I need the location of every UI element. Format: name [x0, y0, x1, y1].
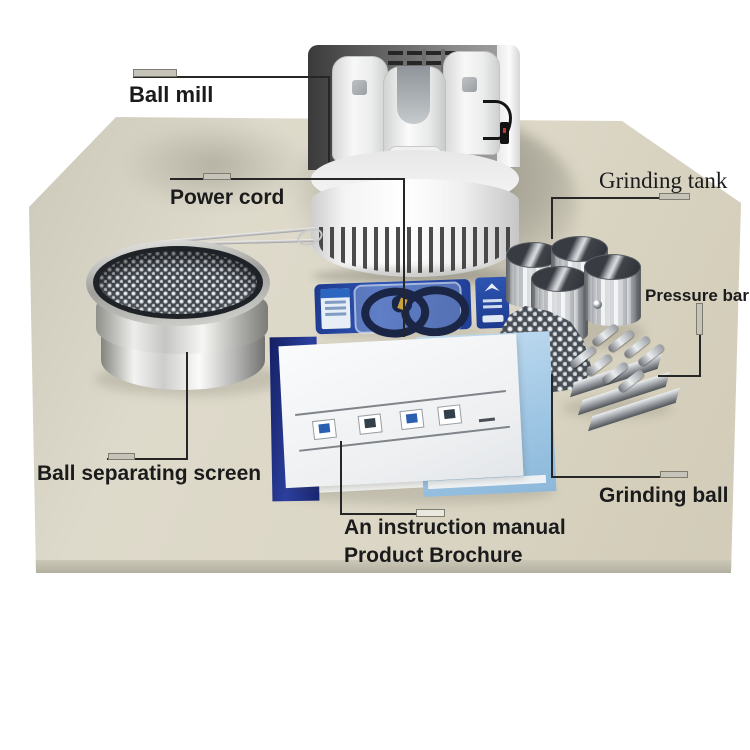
instruction-manual-item: [278, 333, 524, 489]
holder-clamp-opening: [397, 66, 430, 124]
callout-line-grinding-ball: [551, 374, 553, 478]
label-power-cord: Power cord: [170, 186, 285, 209]
table-front-edge: [34, 560, 734, 573]
machine-cable: [483, 100, 512, 140]
label-pressure-bar: Pressure bar: [645, 286, 749, 305]
callout-line-pressure-bar: [658, 375, 701, 377]
callout-tab: [659, 193, 690, 200]
manual-thumb: [311, 418, 337, 441]
stray-ball: [593, 300, 602, 309]
label-instruction-manual: An instruction manual: [344, 516, 566, 539]
manual-text-mark: [478, 417, 496, 423]
callout-line-pressure-bar: [699, 303, 701, 377]
cable-connector: [500, 122, 509, 144]
callout-tab: [696, 303, 703, 335]
blister-end-card: [475, 276, 510, 329]
label-grinding-ball: Grinding ball: [599, 484, 729, 507]
manual-thumb: [437, 404, 463, 426]
callout-line-screen: [186, 352, 188, 460]
manual-thumb: [357, 413, 383, 435]
callout-line-screen: [107, 458, 188, 460]
callout-line-power-cord: [170, 178, 405, 180]
holder-hole: [352, 80, 367, 95]
label-ball-separating-screen: Ball separating screen: [37, 462, 262, 485]
cable-indicator: [503, 128, 506, 133]
sieve-steel-balls: [99, 251, 257, 314]
callout-line-power-cord: [403, 178, 405, 337]
power-cord-pack: [314, 274, 511, 339]
callout-tab: [660, 471, 688, 478]
callout-line-grinding-ball: [551, 476, 688, 478]
tank-holder-left: [332, 56, 388, 162]
label-product-brochure: Product Brochure: [344, 544, 523, 567]
callout-tab: [203, 173, 231, 180]
pressure-bar-group: [560, 322, 680, 432]
callout-line-ball-mill: [133, 76, 330, 78]
grinding-tank: [584, 254, 641, 326]
manual-thumb: [399, 408, 425, 431]
callout-tab: [108, 453, 135, 460]
manual-image-band: [295, 390, 510, 452]
callout-line-manual: [340, 513, 444, 515]
callout-tab: [133, 69, 177, 77]
table-shading: [120, 120, 310, 210]
cord-loop: [400, 285, 471, 338]
holder-hole: [462, 77, 477, 92]
blister-label: [320, 288, 351, 330]
callout-line-grinding-tank: [551, 197, 553, 239]
callout-line-ball-mill: [328, 76, 330, 162]
callout-tab: [416, 509, 445, 517]
label-grinding-tank: Grinding tank: [599, 168, 728, 193]
machine-base-vents: [319, 227, 511, 273]
label-ball-mill: Ball mill: [129, 82, 214, 107]
callout-line-grinding-tank: [551, 197, 690, 199]
callout-line-manual: [340, 441, 342, 515]
